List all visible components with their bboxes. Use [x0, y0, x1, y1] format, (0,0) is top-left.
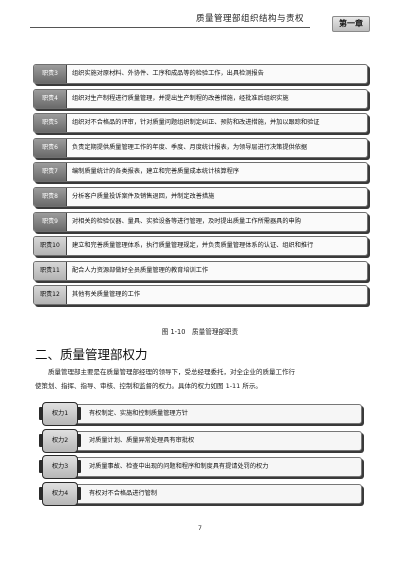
header-title: 质量管理部组织结构与责权 [195, 14, 304, 24]
authority-row: 权力1 有权制定、实施和控制质量管理方针 [39, 402, 362, 426]
authority-text: 对质量事故、检查中出现的问题和程序和制度具有提请处罚的权力 [89, 463, 269, 470]
duty-text: 配合人力资源部做好全员质量管理的教育培训工作 [72, 266, 209, 274]
duty-text: 组织对不合格品的评审，针对质量问题组织制定纠正、预防和改进措施，并加以跟踪和验证 [72, 119, 320, 127]
duty-row: 职责11 配合人力资源部做好全员质量管理的教育培训工作 [33, 260, 368, 281]
duty-text: 对相关的检验仪器、量具、实验设备等进行管理，及时提出质量工作所需器具的申购 [72, 217, 301, 225]
duty-row: 职责12 其他有关质量管理的工作 [33, 285, 368, 306]
authority-text: 对质量计划、质量异常处理具有审批权 [89, 436, 195, 444]
duty-label: 职责12 [34, 286, 67, 305]
duty-text: 组织对生产制程进行质量管理，并提出生产制程的改善措施，经批准后组织实施 [72, 94, 289, 102]
duty-label: 职责10 [34, 237, 67, 256]
paragraph-line: 质量管理部主要是在质量管理部经理的领导下，受总经理委托，对全企业的质量工作行 [48, 368, 295, 376]
duty-text: 其他有关质量管理的工作 [72, 291, 141, 299]
authority-label: 权力3 [39, 455, 81, 479]
duty-row: 职责7 编制质量统计的各类报表，建立和完善质量成本统计核算程序 [33, 162, 368, 183]
duty-text: 分析客户质量投诉案件及销售退回，并制定改善措施 [72, 192, 215, 200]
authority-label: 权力1 [39, 402, 81, 426]
duty-row: 职责9 对相关的检验仪器、量具、实验设备等进行管理，及时提出质量工作所需器具的申… [33, 211, 368, 232]
authority-row: 权力2 对质量计划、质量异常处理具有审批权 [39, 428, 362, 453]
duty-label: 职责6 [34, 138, 67, 157]
duty-label: 职责3 [34, 65, 67, 83]
authority-row: 权力4 有权对不合格品进行管制 [39, 481, 362, 506]
duty-text: 建立和完善质量管理体系，执行质量管理规定，并负责质量管理体系的认证、组织和推行 [72, 242, 314, 250]
duty-label: 职责7 [34, 163, 67, 182]
authority-text: 有权对不合格品进行管制 [89, 489, 158, 497]
page-number: 7 [197, 524, 203, 532]
duty-list: 职责3 组织实施对原材料、外协件、工序和成品等的检验工作，出具检测报告 职责4 … [33, 64, 368, 310]
duty-label: 职责5 [34, 114, 67, 133]
duty-label: 职责4 [34, 89, 67, 108]
header-rule [30, 27, 310, 28]
duty-row: 职责8 分析客户质量投诉案件及销售退回，并制定改善措施 [33, 186, 368, 207]
duty-label: 职责8 [34, 187, 67, 206]
duty-text: 组织实施对原材料、外协件、工序和成品等的检验工作，出具检测报告 [72, 70, 264, 77]
chapter-tab: 第一章 [332, 16, 370, 32]
section-title: 二、质量管理部权力 [35, 347, 148, 362]
duty-text: 编制质量统计的各类报表，建立和完善质量成本统计核算程序 [72, 168, 240, 176]
authority-row: 权力3 对质量事故、检查中出现的问题和程序和制度具有提请处罚的权力 [39, 455, 362, 479]
figure-caption: 图 1-10 质量管理部职责 [161, 328, 239, 336]
duty-row: 职责5 组织对不合格品的评审，针对质量问题组织制定纠正、预防和改进措施，并加以跟… [33, 113, 368, 134]
authority-list: 权力1 有权制定、实施和控制质量管理方针 权力2 对质量计划、质量异常处理具有审… [39, 402, 362, 510]
duty-row: 职责10 建立和完善质量管理体系，执行质量管理规定，并负责质量管理体系的认证、组… [33, 236, 368, 257]
paragraph-line: 使策划、指挥、指导、审核、控制和监督的权力。具体的权力如图 1-11 所示。 [35, 382, 262, 390]
duty-label: 职责9 [34, 212, 67, 231]
authority-label: 权力4 [39, 481, 81, 506]
page-header: 质量管理部组织结构与责权 第一章 [30, 8, 370, 40]
duty-label: 职责11 [34, 261, 67, 280]
duty-row: 职责4 组织对生产制程进行质量管理，并提出生产制程的改善措施，经批准后组织实施 [33, 88, 368, 109]
duty-row: 职责3 组织实施对原材料、外协件、工序和成品等的检验工作，出具检测报告 [33, 64, 368, 84]
duty-text: 负责定期提供质量管理工作的年度、季度、月度统计报表，为领导层进行决策提供依据 [72, 143, 308, 151]
authority-label: 权力2 [39, 428, 81, 453]
authority-text: 有权制定、实施和控制质量管理方针 [89, 410, 188, 417]
duty-row: 职责6 负责定期提供质量管理工作的年度、季度、月度统计报表，为领导层进行决策提供… [33, 137, 368, 158]
